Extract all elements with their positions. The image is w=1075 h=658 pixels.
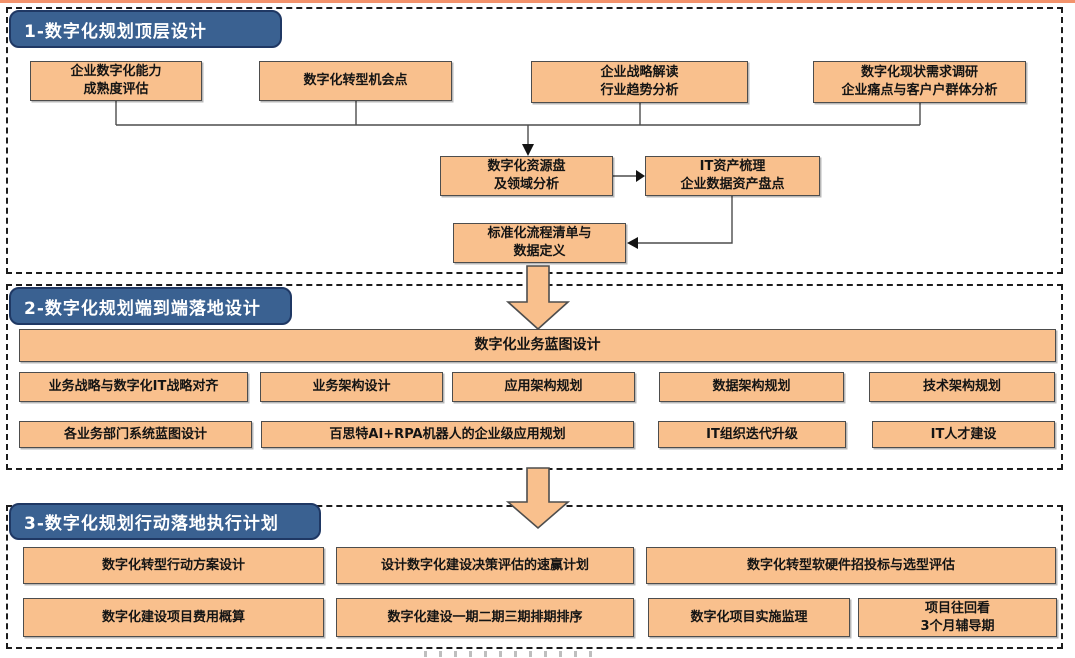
flow-arrow-1 — [505, 265, 571, 331]
box-strategy-interpretation: 企业战略解读 行业趋势分析 — [531, 61, 748, 103]
box-it-asset-review: IT资产梳理 企业数据资产盘点 — [645, 156, 820, 196]
box-data-architecture: 数据架构规划 — [659, 372, 844, 402]
box-ai-rpa-application-planning: 百思特AI+RPA机器人的企业级应用规划 — [261, 421, 634, 448]
box-bidding-evaluation: 数字化转型软硬件招投标与选型评估 — [646, 547, 1056, 584]
top-border-strip — [0, 0, 1075, 3]
box-standardized-process-list: 标准化流程清单与 数据定义 — [453, 223, 626, 263]
box-implementation-supervision: 数字化项目实施监理 — [648, 598, 850, 637]
box-business-architecture: 业务架构设计 — [260, 372, 443, 402]
box-project-cost-estimate: 数字化建设项目费用概算 — [23, 598, 324, 637]
box-quick-win-plan: 设计数字化建设决策评估的速赢计划 — [336, 547, 634, 584]
box-phasing-sequence: 数字化建设一期二期三期排期排序 — [336, 598, 634, 637]
box-it-org-upgrade: IT组织迭代升级 — [658, 421, 846, 448]
section-1-header: 1-数字化规划顶层设计 — [9, 10, 282, 48]
box-department-blueprints: 各业务部门系统蓝图设计 — [19, 421, 252, 448]
box-technology-architecture: 技术架构规划 — [869, 372, 1055, 402]
clipped-caption-artifact — [424, 651, 599, 657]
box-action-plan: 数字化转型行动方案设计 — [23, 547, 324, 584]
section-2-header: 2-数字化规划端到端落地设计 — [9, 287, 292, 325]
section-3-header: 3-数字化规划行动落地执行计划 — [9, 503, 321, 540]
box-application-architecture: 应用架构规划 — [452, 372, 635, 402]
box-project-review-coaching: 项目往回看 3个月辅导期 — [858, 598, 1057, 637]
flow-arrow-2 — [505, 467, 571, 530]
box-capability-maturity: 企业数字化能力 成熟度评估 — [30, 61, 202, 101]
box-current-state-research: 数字化现状需求调研 企业痛点与客户户群体分析 — [813, 61, 1026, 103]
box-transformation-opportunities: 数字化转型机会点 — [259, 61, 452, 101]
box-strategy-alignment: 业务战略与数字化IT战略对齐 — [19, 372, 248, 402]
box-it-talent: IT人才建设 — [872, 421, 1055, 448]
box-digital-resource-inventory: 数字化资源盘 及领域分析 — [440, 156, 613, 196]
